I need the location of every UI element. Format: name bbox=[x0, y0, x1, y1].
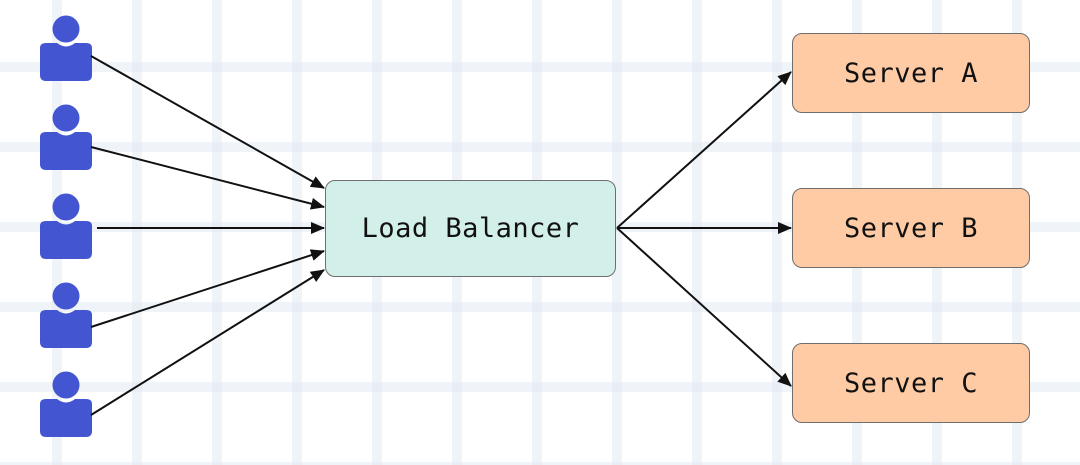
user-icon bbox=[40, 15, 92, 81]
user-icon bbox=[40, 193, 92, 259]
user-icon bbox=[40, 371, 92, 437]
server-c-label: Server C bbox=[843, 367, 979, 399]
client-to-lb-arrow-4 bbox=[90, 249, 325, 328]
load-balancer-label: Load Balancer bbox=[361, 213, 580, 244]
client-to-lb-arrow-1 bbox=[90, 55, 325, 189]
client-to-lb-arrow-2 bbox=[90, 146, 325, 210]
server-b-label: Server B bbox=[843, 212, 979, 244]
server-c-node: Server C bbox=[792, 343, 1030, 423]
server-a-label: Server A bbox=[843, 57, 979, 89]
user-icon bbox=[40, 104, 92, 170]
user-icon bbox=[40, 282, 92, 348]
server-b-node: Server B bbox=[792, 188, 1030, 268]
client-to-lb-arrow-5 bbox=[90, 269, 325, 416]
lb-to-server-c-arrow bbox=[616, 227, 792, 387]
server-a-node: Server A bbox=[792, 33, 1030, 113]
load-balancer-node: Load Balancer bbox=[325, 180, 616, 277]
lb-to-server-a-arrow bbox=[616, 71, 792, 229]
